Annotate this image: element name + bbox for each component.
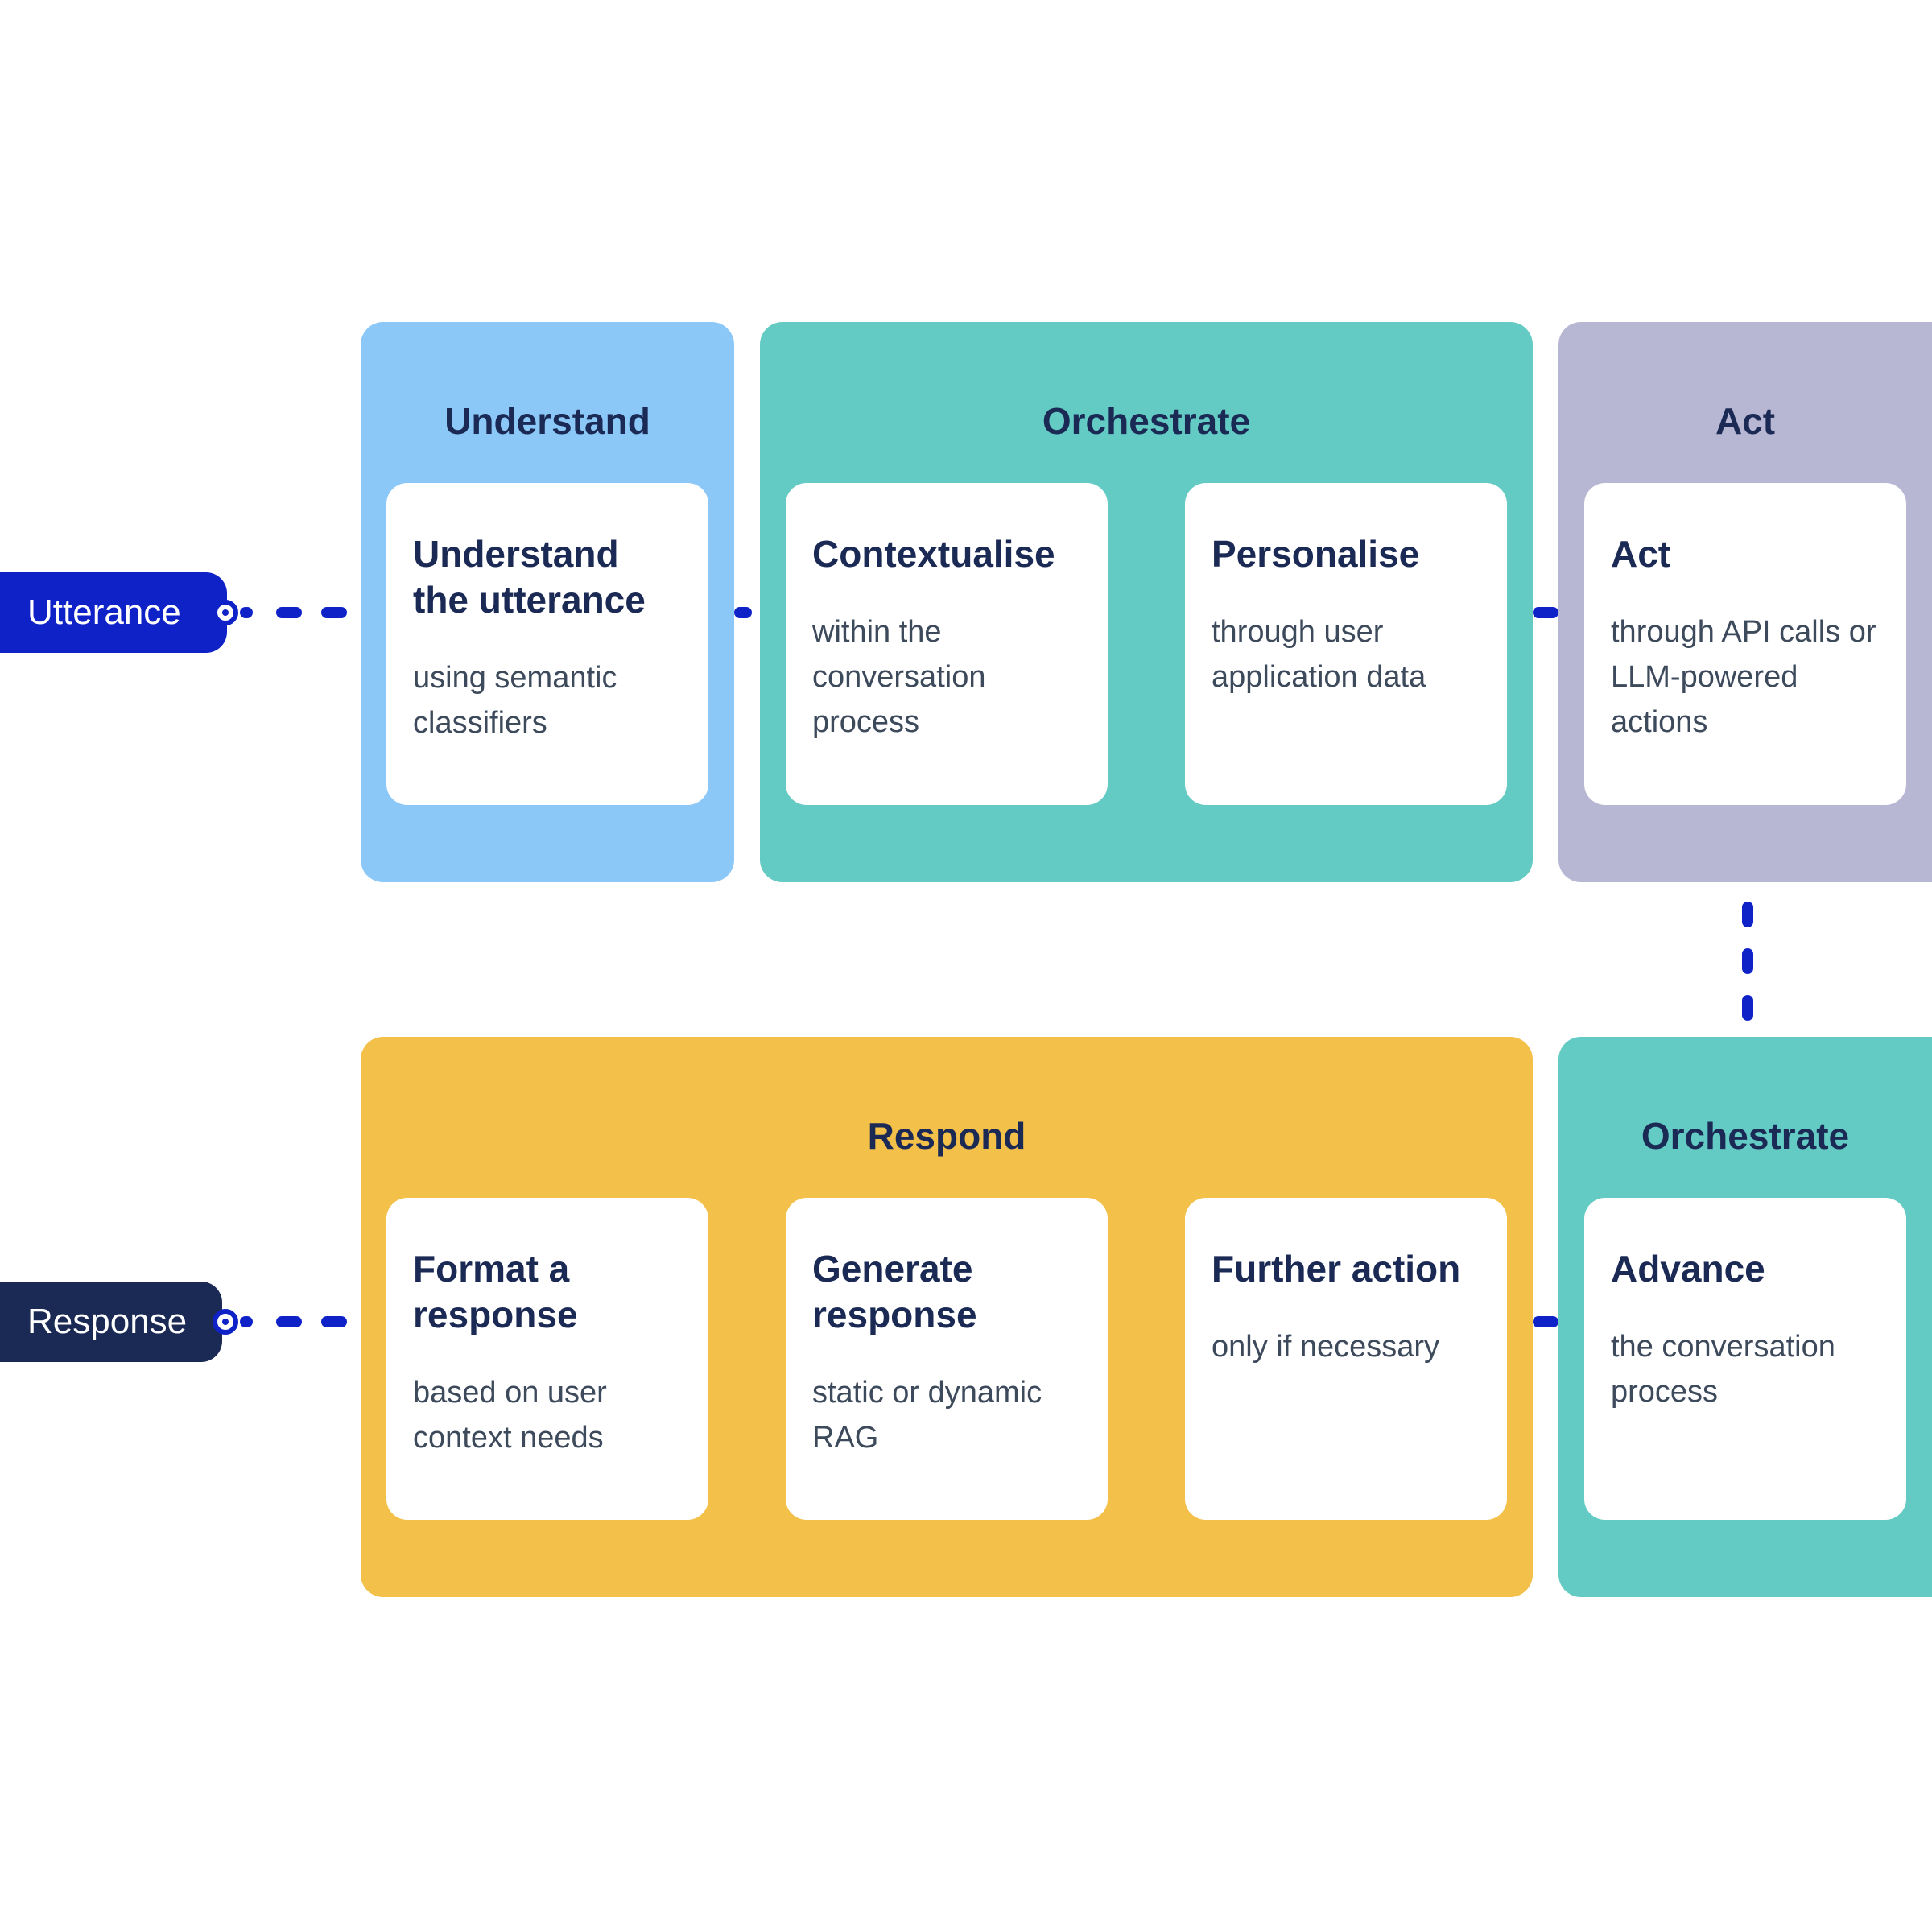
card-title: Further action — [1212, 1248, 1461, 1290]
connector-dash — [240, 607, 253, 618]
card-text: using semantic classifiers — [413, 661, 617, 740]
card-text: the conversation process — [1611, 1330, 1835, 1409]
card-title: Understand the utterance — [413, 533, 646, 621]
card-title: Generate response — [812, 1248, 977, 1335]
card-title: Contextualise — [812, 533, 1055, 575]
format-response-card: Format a response based on user context … — [386, 1198, 708, 1520]
utterance-label: Utterance — [27, 592, 181, 632]
card-text: through API calls or LLM-powered actions — [1611, 615, 1876, 739]
card-text: through user application data — [1212, 615, 1426, 694]
connector-orchestrate-act — [1533, 607, 1558, 618]
utterance-connector-icon — [213, 600, 238, 625]
connector-act-orchestrate — [1742, 995, 1753, 1021]
act-card: Act through API calls or LLM-powered act… — [1584, 483, 1906, 805]
connector-understand-orchestrate — [734, 607, 752, 618]
card-title: Personalise — [1212, 533, 1420, 575]
card-title: Advance — [1611, 1248, 1765, 1290]
contextualise-card: Contextualise within the conversation pr… — [786, 483, 1108, 805]
card-title: Format a response — [413, 1248, 578, 1335]
group-title: Act — [1715, 400, 1776, 442]
respond-group: Respond Format a response based on user … — [361, 1037, 1533, 1597]
personalise-card: Personalise through user application dat… — [1185, 483, 1507, 805]
response-pill: Response — [0, 1282, 222, 1362]
group-title: Orchestrate — [1042, 400, 1251, 442]
connector-dash — [276, 607, 302, 618]
connector-dash — [276, 1316, 302, 1327]
understand-utterance-card: Understand the utterance using semantic … — [386, 483, 708, 805]
connector-dash — [321, 607, 347, 618]
connector-dash — [240, 1316, 253, 1327]
response-label: Response — [27, 1302, 188, 1341]
orchestrate-bottom-group: Orchestrate Advance the conversation pro… — [1558, 1037, 1932, 1597]
group-title: Understand — [444, 400, 650, 442]
generate-response-card: Generate response static or dynamic RAG — [786, 1198, 1108, 1520]
connector-orchestrate-respond — [1533, 1316, 1558, 1327]
utterance-pill: Utterance — [0, 572, 227, 653]
connector-act-orchestrate — [1742, 948, 1753, 974]
response-connector-icon — [213, 1309, 238, 1335]
card-text: based on user context needs — [413, 1376, 607, 1455]
card-text: within the conversation process — [812, 615, 986, 739]
understand-group: Understand Understand the utterance usin… — [361, 322, 734, 882]
orchestrate-top-group: Orchestrate Contextualise within the con… — [760, 322, 1533, 882]
group-title: Orchestrate — [1641, 1115, 1850, 1157]
connector-dash — [321, 1316, 347, 1327]
act-group: Act Act through API calls or LLM-powered… — [1558, 322, 1932, 882]
connector-act-orchestrate — [1742, 902, 1753, 927]
card-title: Act — [1611, 533, 1671, 575]
advance-card: Advance the conversation process — [1584, 1198, 1906, 1520]
card-text: only if necessary — [1212, 1330, 1440, 1364]
further-action-card: Further action only if necessary — [1185, 1198, 1507, 1520]
card-text: static or dynamic RAG — [812, 1376, 1042, 1455]
group-title: Respond — [867, 1115, 1026, 1157]
